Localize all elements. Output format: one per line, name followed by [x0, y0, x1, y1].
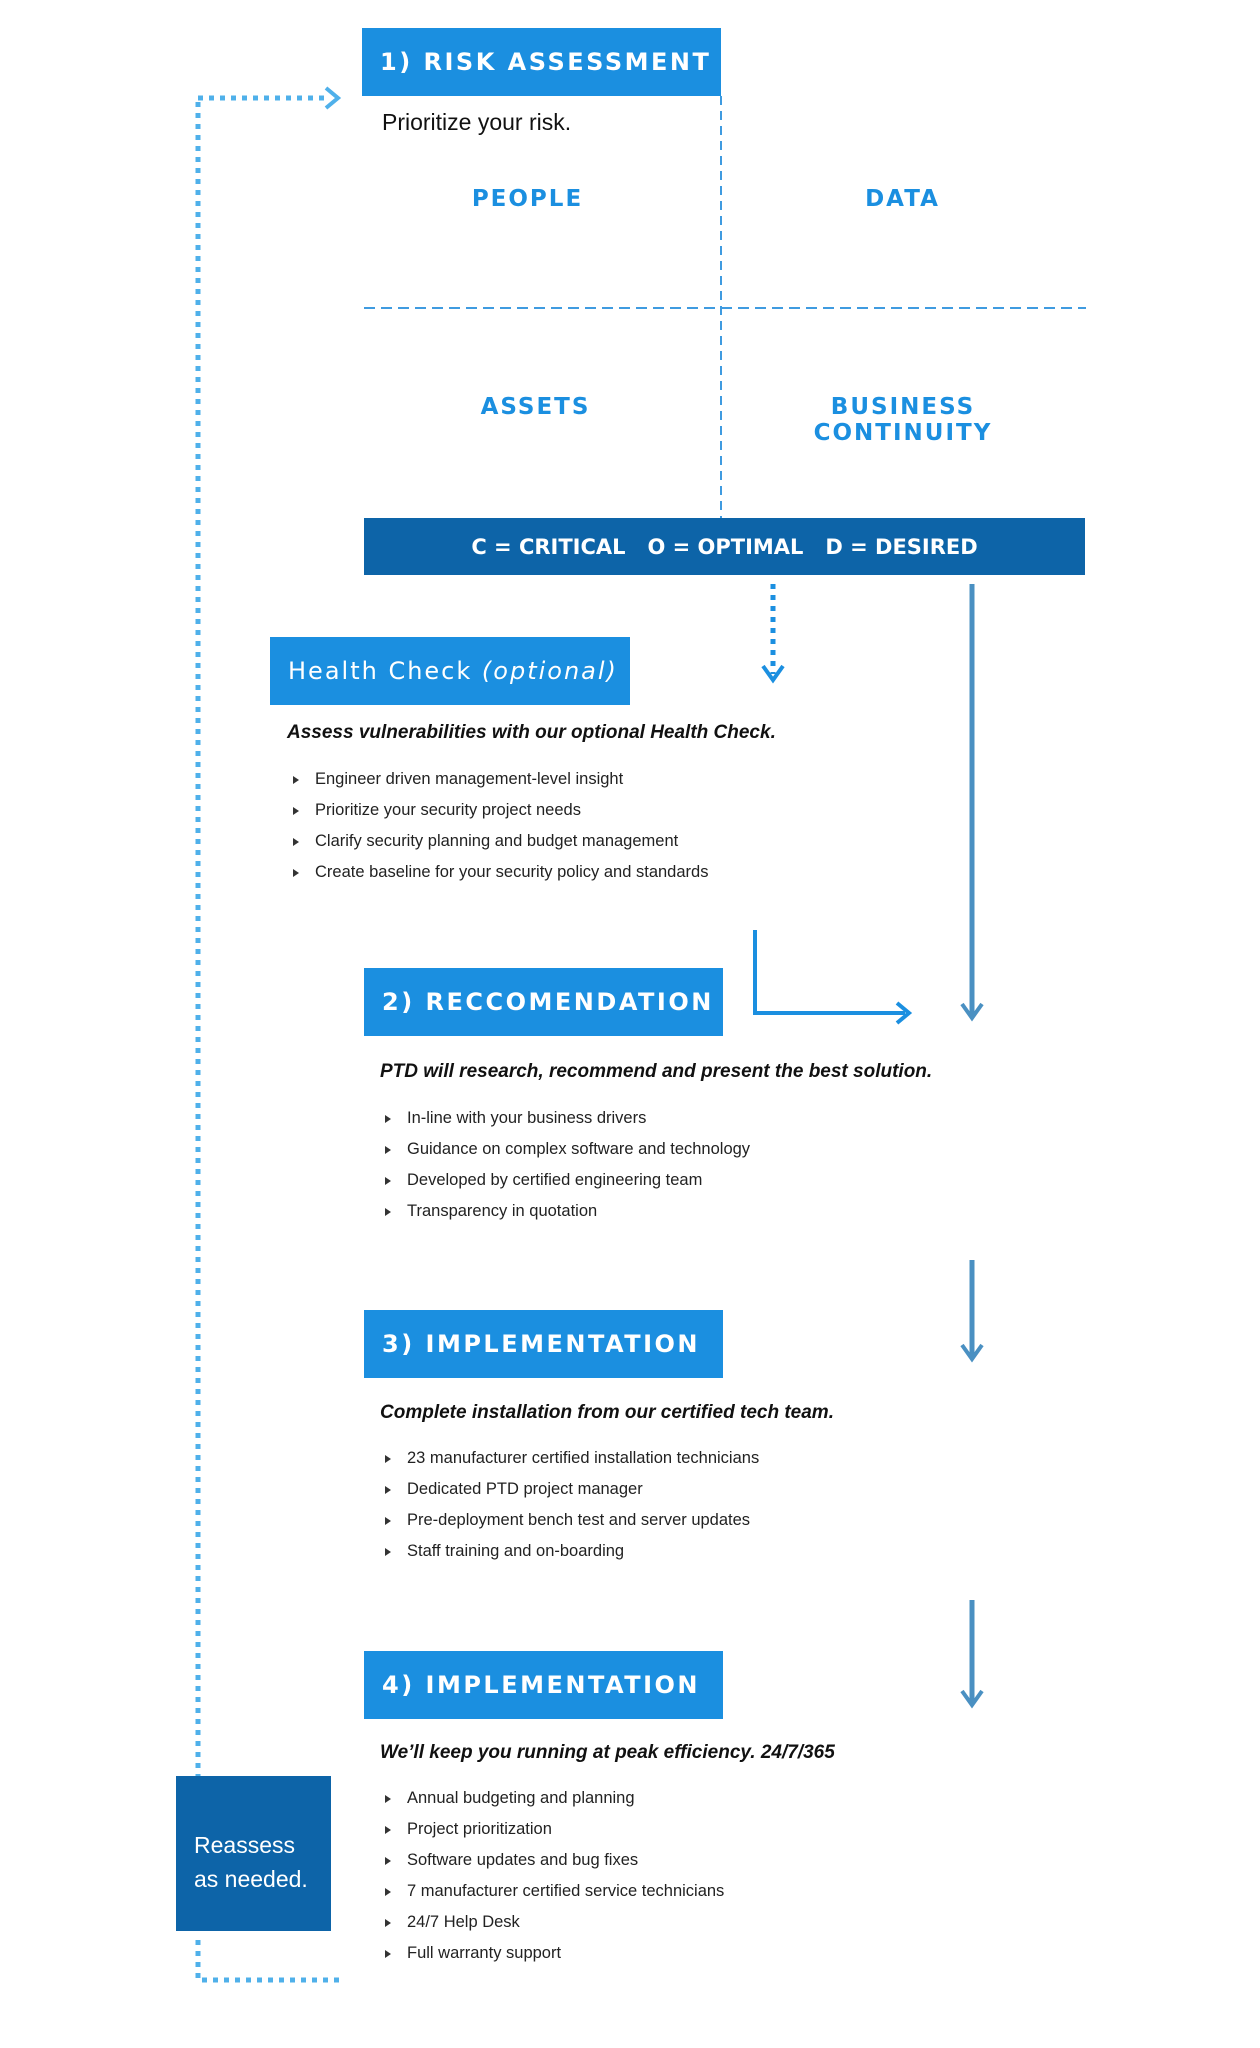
stage-3-header: 3) IMPLEMENTATION — [364, 1310, 723, 1378]
health-check-title: Health Check — [288, 657, 473, 685]
list-item: Software updates and bug fixes — [384, 1849, 724, 1880]
stage-1-subtitle: Prioritize your risk. — [382, 109, 572, 135]
list-item: Guidance on complex software and technol… — [384, 1138, 750, 1169]
list-item: Clarify security planning and budget man… — [292, 830, 708, 861]
health-check-merge-arrow — [753, 930, 905, 1015]
stage-4-bullet-list: Annual budgeting and planning Project pr… — [384, 1787, 724, 1973]
stage-3-intro: Complete installation from our certified… — [380, 1402, 834, 1423]
list-item: Create baseline for your security policy… — [292, 861, 708, 892]
stage-3-bullet-list: 23 manufacturer certified installation t… — [384, 1447, 759, 1571]
feedback-arrowhead — [324, 86, 342, 110]
health-check-header: Health Check (optional) — [270, 637, 630, 705]
health-check-bullet-list: Engineer driven management-level insight… — [292, 768, 708, 892]
list-item: Project prioritization — [384, 1818, 724, 1849]
stage-1-header: 1) RISK ASSESSMENT — [362, 28, 721, 96]
list-item: Dedicated PTD project manager — [384, 1478, 759, 1509]
stage-2-header: 2) RECCOMENDATION — [364, 968, 723, 1036]
stage-2-bullet-list: In-line with your business drivers Guida… — [384, 1107, 750, 1231]
quadrant-data: DATA — [865, 186, 940, 212]
list-item: 7 manufacturer certified service technic… — [384, 1880, 724, 1911]
quadrant-business-continuity: BUSINESS CONTINUITY — [813, 394, 993, 446]
list-item: Staff training and on-boarding — [384, 1540, 759, 1571]
stage-4-intro: We’ll keep you running at peak efficienc… — [380, 1742, 835, 1763]
stage-4-header: 4) IMPLEMENTATION — [364, 1651, 723, 1719]
reassess-line-1: Reassess — [194, 1832, 295, 1858]
stage-3-title: 3) IMPLEMENTATION — [382, 1330, 700, 1358]
priority-legend-text: C = CRITICAL O = OPTIMAL D = DESIRED — [471, 534, 978, 559]
quadrant-assets: ASSETS — [480, 394, 591, 420]
stage-4-title: 4) IMPLEMENTATION — [382, 1671, 700, 1699]
list-item: Engineer driven management-level insight — [292, 768, 708, 799]
list-item: Annual budgeting and planning — [384, 1787, 724, 1818]
list-item: Full warranty support — [384, 1942, 724, 1973]
quadrant-people: PEOPLE — [471, 186, 584, 212]
list-item: 24/7 Help Desk — [384, 1911, 724, 1942]
stage-1-title: 1) RISK ASSESSMENT — [380, 48, 712, 76]
list-item: In-line with your business drivers — [384, 1107, 750, 1138]
reassess-line-2: as needed. — [194, 1866, 308, 1892]
reassess-box: Reassess as needed. — [176, 1776, 331, 1931]
stage-2-title: 2) RECCOMENDATION — [382, 988, 714, 1016]
list-item: Developed by certified engineering team — [384, 1169, 750, 1200]
health-check-title-note: (optional) — [481, 657, 618, 685]
list-item: Pre-deployment bench test and server upd… — [384, 1509, 759, 1540]
list-item: Prioritize your security project needs — [292, 799, 708, 830]
feedback-loop-bottom — [195, 1940, 345, 1983]
list-item: Transparency in quotation — [384, 1200, 750, 1231]
priority-legend-bar: C = CRITICAL O = OPTIMAL D = DESIRED — [364, 518, 1085, 575]
health-check-intro: Assess vulnerabilities with our optional… — [287, 722, 776, 743]
list-item: 23 manufacturer certified installation t… — [384, 1447, 759, 1478]
stage-2-intro: PTD will research, recommend and present… — [380, 1061, 933, 1082]
